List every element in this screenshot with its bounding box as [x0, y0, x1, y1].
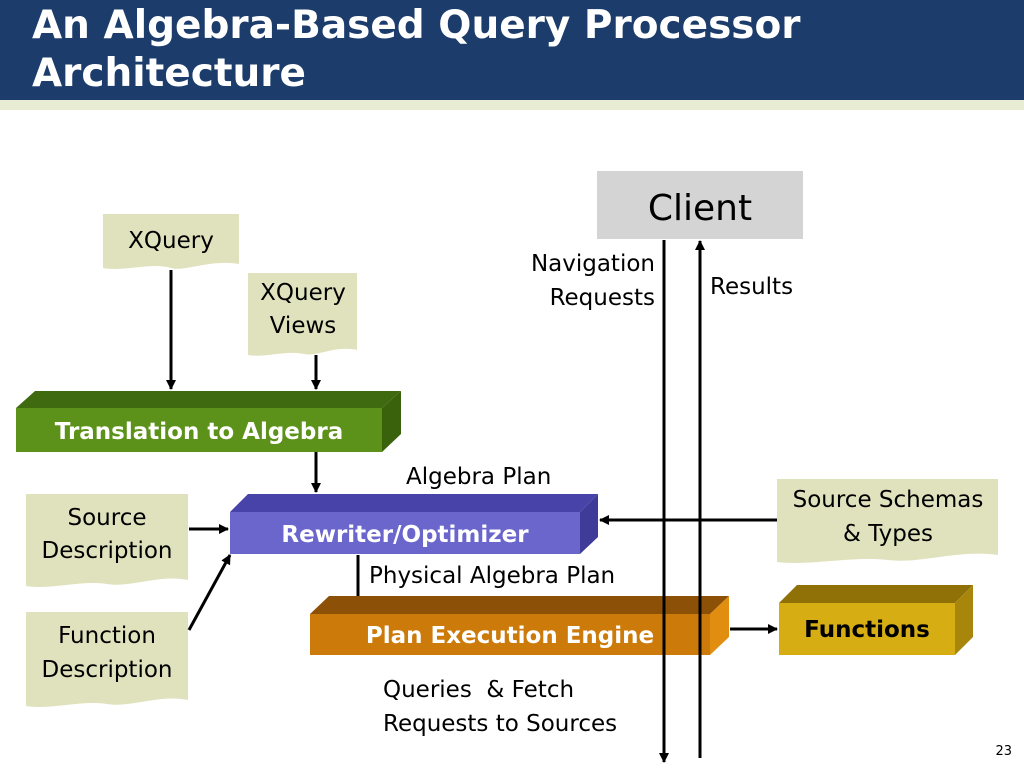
function-description-line2: Description: [42, 657, 173, 683]
navigation-requests-line2: Requests: [550, 285, 655, 311]
xquery-label: XQuery: [128, 228, 214, 254]
queries-fetch-line2: Requests to Sources: [383, 711, 617, 737]
xquery-views-label-line2: Views: [270, 313, 337, 339]
function-description-document: [26, 612, 188, 707]
xquery-views-label-line1: XQuery: [260, 280, 346, 306]
function-description-line1: Function: [58, 623, 156, 649]
functions-box-top: [779, 585, 973, 603]
source-schemas-line2: & Types: [843, 521, 933, 547]
algebra-plan-label: Algebra Plan: [406, 464, 551, 490]
plan-engine-label: Plan Execution Engine: [366, 623, 654, 649]
translation-box-top: [16, 391, 401, 408]
source-description-line2: Description: [42, 538, 173, 564]
translation-label: Translation to Algebra: [55, 419, 343, 445]
title-bar: [0, 0, 1024, 100]
plan-engine-box-top: [310, 596, 729, 614]
client-box: [597, 171, 803, 239]
source-schemas-line1: Source Schemas: [793, 487, 984, 513]
results-label: Results: [710, 274, 793, 300]
translation-box-side: [382, 391, 401, 452]
functions-box-side: [955, 585, 973, 655]
plan-engine-box-side: [710, 596, 729, 655]
navigation-requests-line1: Navigation: [531, 251, 655, 277]
source-description-line1: Source: [68, 505, 147, 531]
slide-title: An Algebra-Based Query Processor Archite…: [32, 3, 801, 96]
physical-algebra-plan-label: Physical Algebra Plan: [369, 563, 615, 589]
functions-label: Functions: [804, 617, 930, 643]
source-schemas-document: [777, 479, 998, 563]
queries-fetch-line1: Queries & Fetch: [383, 677, 574, 703]
rewriter-box: [230, 512, 580, 554]
client-label: Client: [648, 188, 752, 229]
rewriter-box-top: [230, 494, 598, 512]
xquery-views-document: [248, 273, 357, 356]
source-description-document: [26, 494, 188, 587]
function-description-arrow: [187, 554, 232, 631]
translation-box: [16, 408, 382, 452]
xquery-document: [103, 214, 239, 269]
functions-box: [779, 603, 955, 655]
rewriter-label: Rewriter/Optimizer: [281, 522, 529, 548]
title-underline: [0, 100, 1024, 110]
page-number: 23: [995, 744, 1012, 759]
plan-engine-box: [310, 614, 710, 655]
rewriter-box-side: [580, 494, 598, 554]
